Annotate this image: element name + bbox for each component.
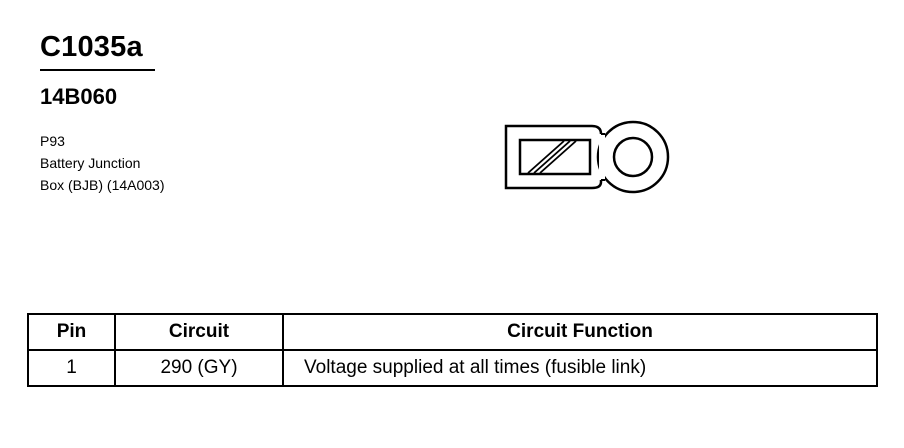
header-circuit-function: Circuit Function <box>282 313 878 351</box>
description-line: P93 <box>40 133 65 149</box>
terminal-ring-outer <box>596 120 670 194</box>
header-pin: Pin <box>27 313 116 351</box>
terminal-body <box>504 124 603 190</box>
table-header-row: Pin Circuit Circuit Function <box>27 313 878 351</box>
ring-terminal-icon <box>504 120 670 194</box>
cell-circuit-function: Voltage supplied at all times (fusible l… <box>282 349 878 387</box>
description-line: Box (BJB) (14A003) <box>40 177 165 193</box>
connector-id-underline <box>40 69 155 71</box>
cell-circuit: 290 (GY) <box>114 349 284 387</box>
description-line: Battery Junction <box>40 155 141 171</box>
pin-table: Pin Circuit Circuit Function 1 290 (GY) … <box>27 313 878 387</box>
table-row: 1 290 (GY) Voltage supplied at all times… <box>27 349 878 387</box>
terminal-crimp <box>518 138 592 176</box>
terminal-ring-inner <box>612 136 654 178</box>
connector-description: P93 Battery Junction Box (BJB) (14A003) <box>40 130 165 196</box>
connector-id: C1035a <box>40 31 143 63</box>
cell-pin: 1 <box>27 349 116 387</box>
part-number: 14B060 <box>40 84 118 109</box>
header-circuit: Circuit <box>114 313 284 351</box>
